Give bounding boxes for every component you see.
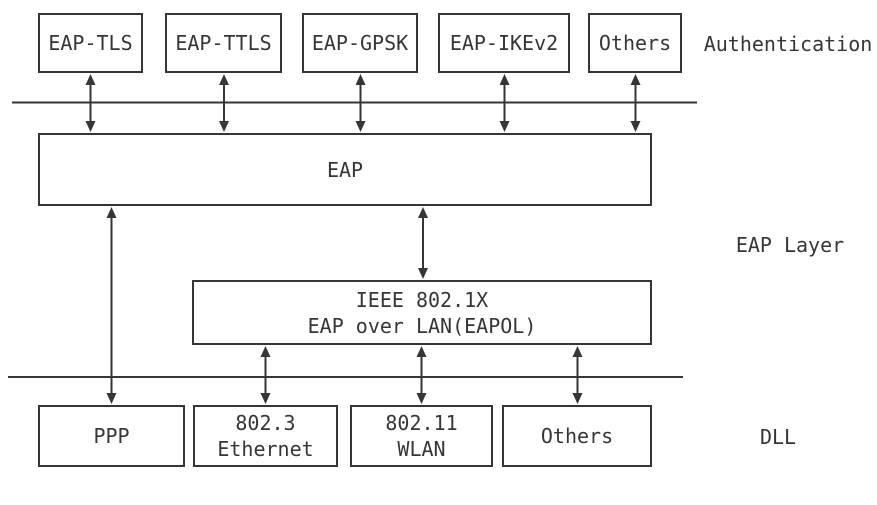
node-8023-ethernet: 802.3 Ethernet [193,405,338,467]
double-arrow-eapol-to-others [572,346,583,404]
node-eap-ikev2: EAP-IKEv2 [438,13,570,73]
node-ieee-8021x-eapol-label: IEEE 802.1X EAP over LAN(EAPOL) [307,287,537,338]
node-eap-ikev2-label: EAP-IKEv2 [449,31,559,55]
node-80211-wlan: 802.11 WLAN [350,405,493,467]
layer-label-authentication: Authentication [703,32,873,56]
node-eap-tls: EAP-TLS [38,13,143,73]
double-arrow-eapol-to-ethernet [260,346,271,404]
node-eap: EAP [38,133,652,206]
node-ppp: PPP [38,405,185,467]
node-eap-label: EAP [326,157,364,182]
node-others-dll-label: Others [540,424,614,448]
node-others-auth: Others [588,13,682,73]
layer-label-eap-layer: EAP Layer [735,233,845,257]
node-eap-ttls-label: EAP-TTLS [175,31,272,55]
layer-label-dll: DLL [759,425,797,449]
node-ppp-label: PPP [93,424,130,448]
node-80211-wlan-label: 802.11 WLAN [385,411,458,461]
node-others-dll: Others [502,405,652,467]
node-others-auth-label: Others [598,31,672,55]
node-eap-gpsk: EAP-GPSK [302,13,418,73]
double-arrow-others-auth [630,74,641,132]
node-eap-tls-label: EAP-TLS [48,31,133,55]
node-ieee-8021x-eapol: IEEE 802.1X EAP over LAN(EAPOL) [192,280,652,345]
double-arrow-eap-ttls [219,74,229,132]
node-8023-ethernet-label: 802.3 Ethernet [217,411,314,461]
node-eap-gpsk-label: EAP-GPSK [311,31,409,55]
double-arrow-eap-ikev2 [499,74,510,132]
double-arrow-eap-to-eapol [418,207,428,279]
double-arrow-eap-tls [85,74,96,132]
double-arrow-eap-gpsk [355,74,366,132]
node-eap-ttls: EAP-TTLS [165,13,282,73]
double-arrow-eap-to-ppp [106,207,117,404]
double-arrow-eapol-to-wlan [416,346,427,404]
